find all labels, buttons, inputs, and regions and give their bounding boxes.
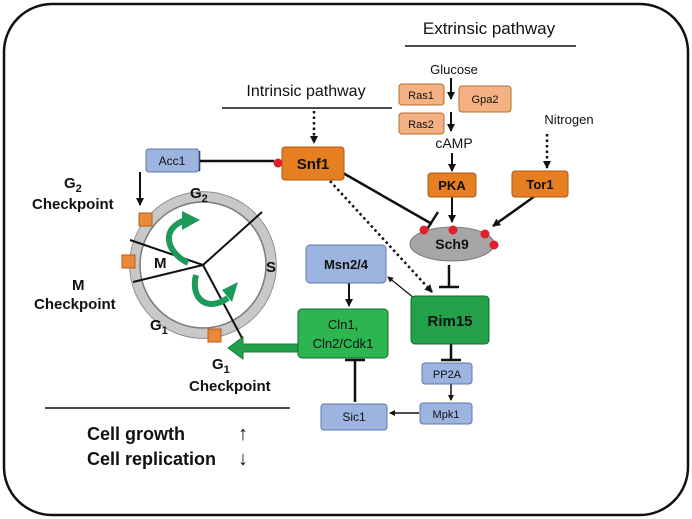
glucose-label: Glucose — [430, 62, 478, 77]
pka-label: PKA — [438, 178, 466, 193]
g1-checkpoint-word: Checkpoint — [189, 378, 271, 395]
node-msn24: Msn2/4 — [305, 244, 387, 284]
intrinsic-pathway-title: Intrinsic pathway — [246, 83, 365, 100]
cell-growth-arrow: ↑ — [238, 423, 248, 445]
node-acc1: Acc1 — [145, 148, 200, 173]
node-tor1: Tor1 — [511, 170, 569, 198]
camp-label: cAMP — [435, 135, 472, 151]
m-checkpoint-title: M — [72, 277, 85, 294]
sch9-dot-4 — [489, 240, 499, 250]
node-pka: PKA — [427, 172, 477, 198]
rim15-label: Rim15 — [427, 313, 472, 330]
ras1-label: Ras1 — [408, 90, 434, 102]
ras2-label: Ras2 — [408, 119, 434, 131]
snf1-inhibit-dot — [273, 158, 283, 168]
nitrogen-label: Nitrogen — [544, 112, 593, 127]
g1-checkpoint-title: G1 — [212, 356, 230, 376]
cln2-cdk1-label: Cln2/Cdk1 — [313, 336, 374, 351]
spoke-g2-m — [129, 239, 204, 266]
edge-tor1-sch9 — [492, 194, 536, 228]
sch9-dot-1 — [419, 225, 429, 235]
phase-s-label: S — [266, 259, 276, 276]
edge-snf1-inhibits-sch9 — [342, 171, 433, 226]
phase-g2-label: G2 — [190, 185, 208, 205]
node-pp2a: PP2A — [421, 362, 473, 385]
cell-replication-arrow: ↓ — [238, 448, 248, 470]
gpa2-label: Gpa2 — [472, 94, 499, 106]
node-rim15: Rim15 — [410, 295, 490, 345]
m-checkpoint-marker — [121, 254, 136, 269]
edges — [136, 78, 551, 416]
node-sic1: Sic1 — [320, 403, 388, 431]
extrinsic-pathway-title: Extrinsic pathway — [423, 19, 556, 38]
cln1-label: Cln1, — [328, 317, 358, 332]
node-cln-cdk: Cln1, Cln2/Cdk1 — [297, 308, 389, 359]
cycle-arrow-lower-icon — [191, 274, 230, 307]
g2-checkpoint-word: Checkpoint — [32, 196, 114, 213]
m-checkpoint-word: Checkpoint — [34, 296, 116, 313]
inhibition-dots — [273, 158, 499, 250]
sic1-label: Sic1 — [342, 410, 366, 424]
cell-cycle-ring: G2 M S G1 — [121, 185, 277, 343]
g2-checkpoint-title: G2 — [64, 175, 82, 195]
node-gpa2: Gpa2 — [458, 85, 512, 113]
cycle-arrow-upper-head — [182, 211, 200, 230]
g1-checkpoint-marker — [207, 328, 222, 343]
cln-to-g1-arrow — [227, 336, 299, 360]
cycle-arrow-upper-icon — [165, 217, 190, 266]
g2-checkpoint-marker — [138, 212, 153, 227]
edge-rim15-msn24 — [387, 276, 415, 299]
spoke-g2-s — [202, 211, 263, 266]
cycle-arrow-lower-head — [222, 282, 238, 302]
acc1-label: Acc1 — [159, 154, 186, 168]
sch9-dot-2 — [448, 225, 458, 235]
cell-replication-label: Cell replication — [87, 449, 216, 469]
sch9-dot-3 — [480, 229, 490, 239]
phase-m-label: M — [154, 255, 167, 272]
node-sch9: Sch9 — [409, 226, 495, 262]
spoke-m-g1 — [132, 264, 204, 283]
sch9-label: Sch9 — [435, 236, 469, 252]
node-ras2: Ras2 — [398, 112, 445, 135]
node-snf1: Snf1 — [281, 146, 345, 181]
cell-growth-label: Cell growth — [87, 424, 185, 444]
mpk1-label: Mpk1 — [433, 409, 460, 421]
msn24-label: Msn2/4 — [324, 257, 369, 272]
node-mpk1: Mpk1 — [419, 402, 473, 425]
phase-g1-label: G1 — [150, 317, 168, 337]
pp2a-label: PP2A — [433, 369, 462, 381]
snf1-label: Snf1 — [297, 156, 330, 173]
tor1-label: Tor1 — [526, 177, 553, 192]
node-ras1: Ras1 — [398, 83, 445, 106]
